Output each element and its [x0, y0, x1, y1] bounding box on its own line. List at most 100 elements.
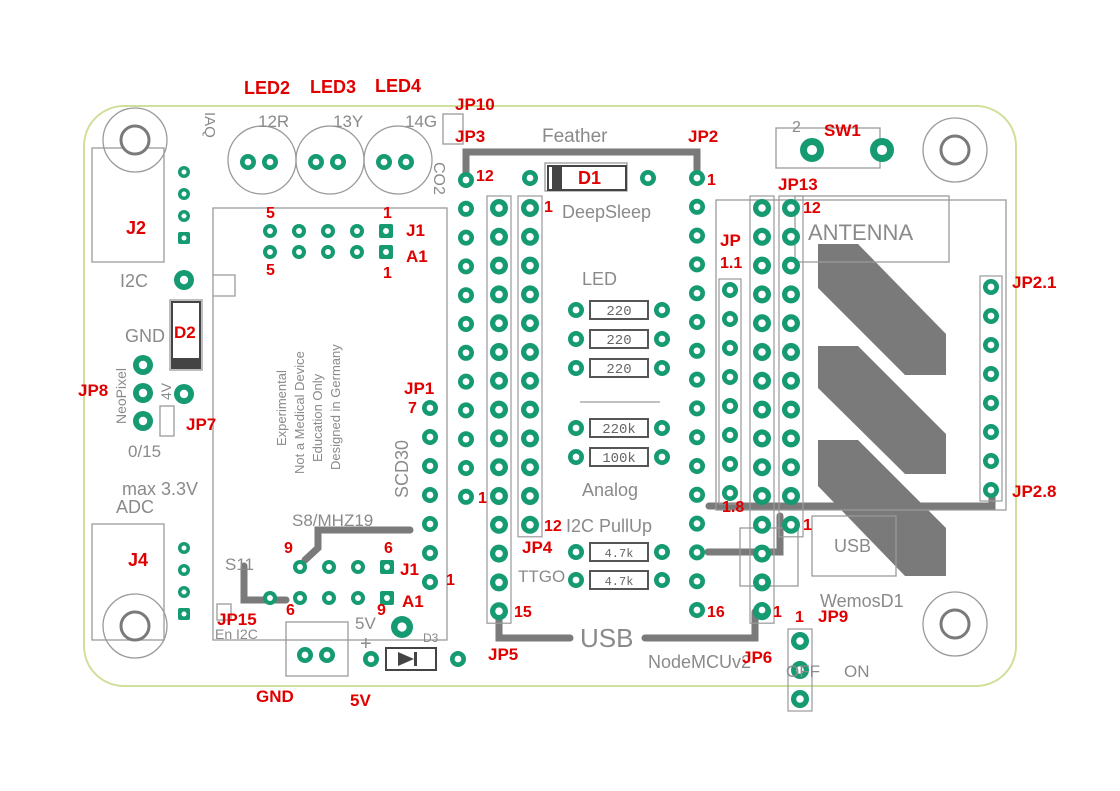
jp13-pad-outline: [778, 195, 804, 538]
jp6-pad-5: [753, 314, 771, 333]
label-sw1: SW1: [824, 121, 861, 140]
jp2-pad-1: [689, 170, 705, 186]
label-jp9: JP9: [818, 607, 848, 626]
jp13-pad-11: [782, 487, 800, 505]
silk-max33: max 3.3V: [122, 479, 198, 499]
jp5-pad-13: [490, 544, 508, 563]
silk-off: OFF: [786, 662, 820, 681]
jp13-pad-6: [782, 343, 800, 361]
jp-1-pad-8: [722, 485, 738, 501]
resistor-2-pad-a: [568, 331, 584, 347]
pin-jp9-1: 1: [795, 609, 804, 626]
jp5-pad-14: [490, 573, 508, 592]
resistor-2-value: 220: [606, 333, 631, 349]
d1-pad-1: [522, 170, 538, 186]
led-pad-6: [398, 154, 414, 170]
silk-neopixel: NeoPixel: [113, 368, 129, 424]
d2-pad-1: [174, 270, 194, 290]
jp6-extra-1: [754, 574, 770, 590]
jp13-pad-12: [782, 515, 800, 534]
silk-antenna: ANTENNA: [808, 220, 913, 245]
jp3-pad-8: [458, 373, 474, 390]
jp6-pad-outline: [749, 195, 775, 624]
j1-top-pad-2: [292, 224, 306, 238]
jp3-pad-6: [458, 316, 474, 332]
jp4-pad-9: [521, 429, 539, 448]
a1-top-pad-5: [379, 245, 393, 259]
resistor-4-pad-a: [568, 420, 584, 436]
jp6-extra-2: [754, 602, 770, 618]
jp2-pad-5: [689, 285, 705, 302]
label-jp-1-1: 1.1: [720, 255, 742, 272]
resistor-3-body: [589, 358, 649, 378]
j4-pad-2: [178, 564, 190, 576]
j4-pad-4: [178, 608, 190, 620]
pin-jp2-16: 16: [707, 604, 725, 621]
resistor-4-value: 220k: [602, 422, 636, 438]
silk-0-15: 0/15: [128, 442, 161, 461]
jp3-pad-4: [458, 258, 474, 275]
silk-wemos: WemosD1: [820, 591, 904, 611]
label-d1: D1: [578, 168, 601, 188]
jp3-pad-1: [458, 172, 474, 188]
resistor-7-pad-b: [654, 572, 670, 588]
j1-top-pad-5: [379, 224, 393, 238]
led-pad-3: [308, 154, 324, 170]
jp2-pad-16: [689, 602, 705, 618]
resistor-5-value: 100k: [602, 451, 636, 467]
resistor-2-pad-b: [654, 331, 670, 347]
silk-i2c: I2C: [120, 271, 148, 291]
label-jp4: JP4: [522, 538, 553, 557]
silk-outlines: [91, 107, 1007, 677]
a1-top-pad-1: [263, 245, 277, 259]
resistor-3-value: 220: [606, 362, 631, 378]
silk-usb-small: USB: [834, 536, 871, 556]
jp13-pad-3: [782, 256, 800, 275]
silk-ttgo: TTGO: [518, 567, 565, 586]
pin-jp3-12: 12: [476, 168, 494, 185]
pin-jp6-1: 1: [773, 604, 782, 621]
jp8-pad-2: [133, 383, 153, 403]
silk-en-i2c: En I2C: [215, 626, 258, 642]
jp1-pad-2: [422, 429, 438, 445]
jp6-pad-12: [753, 515, 771, 534]
5v-test-pad: [391, 616, 413, 638]
jp13-pad-2: [782, 227, 800, 246]
label-led2: LED2: [244, 78, 290, 98]
jp13-pad-7: [782, 371, 800, 390]
jp2-1-pad-outline: [979, 275, 1003, 502]
jp9-pad-2: [791, 661, 809, 679]
jp5-pad-11: [490, 487, 508, 505]
resistor-1-value: 220: [606, 304, 631, 320]
silk-led: LED: [582, 269, 617, 289]
jp13-pad-1: [782, 199, 800, 217]
jp2-pad-2: [689, 198, 705, 215]
resistor-3-pad-a: [568, 360, 584, 376]
a1-top-pad-3: [321, 245, 335, 259]
jp2-pad-15: [689, 573, 705, 590]
pin-jp13-12: 12: [803, 200, 821, 217]
label-5v: 5V: [350, 691, 371, 710]
resistor-5-pad-a: [568, 449, 584, 465]
silk-4v: 4V: [158, 382, 174, 400]
jp1-pad-4: [422, 487, 438, 503]
resistor-4-body: [589, 418, 649, 438]
jp6-pad-11: [753, 487, 771, 505]
jp9-pad-outline: [787, 628, 813, 712]
jp2-1-pad-6: [983, 424, 999, 440]
pin-jp5-15: 15: [514, 604, 532, 621]
label-jp2-1: JP2.1: [1012, 273, 1056, 292]
pin-jp1-1: 1: [446, 572, 455, 589]
jp5-pad-1: [490, 199, 508, 217]
label-jp8: JP8: [78, 381, 108, 400]
silk-notice-2: Not a Medical Device: [292, 351, 307, 474]
jp2-1-pad-2: [983, 308, 999, 324]
j4-pad-1: [178, 542, 190, 554]
label-jp7: JP7: [186, 415, 216, 434]
pin-j1-1: 1: [383, 205, 392, 222]
label-jp-1-8: 1.8: [722, 499, 744, 516]
jp5-pad-15: [490, 602, 508, 621]
label-j1-bot: J1: [400, 560, 419, 579]
jp4-pad-outline: [517, 195, 543, 538]
jp3-pad-12: [458, 488, 474, 505]
